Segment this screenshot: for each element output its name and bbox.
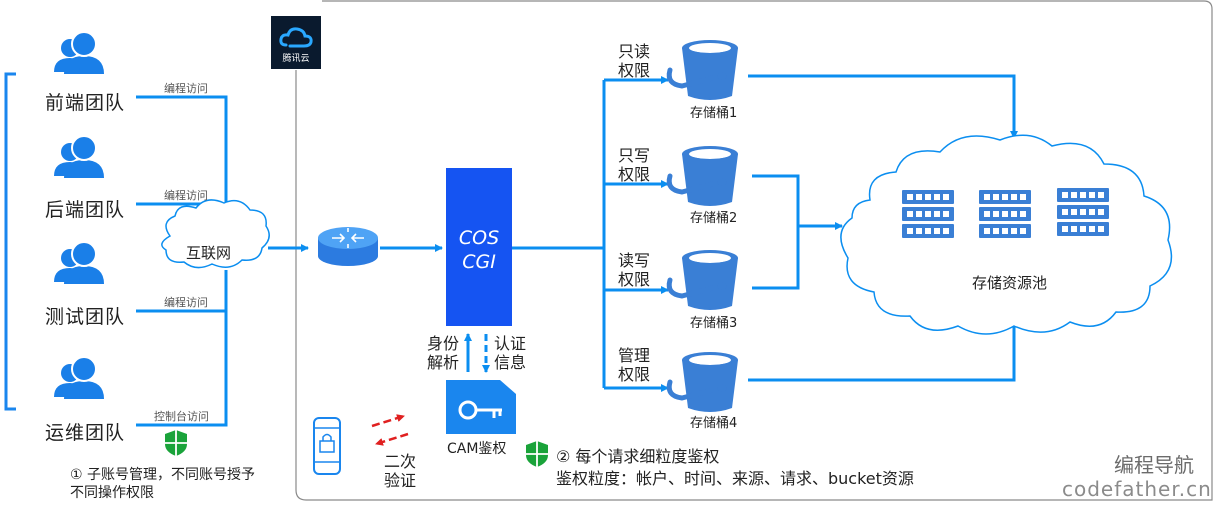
shield-icon-2: [525, 440, 549, 468]
verify-arrow-out: [371, 414, 405, 428]
second-verify-line2: 验证: [384, 471, 417, 490]
access-label-test: 编程访问: [164, 296, 208, 309]
team-label-test: 测试团队: [45, 306, 126, 328]
perm4-line2: 权限: [618, 365, 651, 384]
watermark-site: codefather.cn: [1062, 477, 1212, 501]
bucket-label-2: 存储桶2: [690, 211, 738, 226]
auth-info-line2: 信息: [494, 353, 527, 372]
perm2-line2: 权限: [618, 165, 651, 184]
logo-label: 腾讯云: [282, 54, 310, 64]
identity-parse-line2: 解析: [427, 353, 460, 372]
perm1-line2: 权限: [618, 61, 651, 80]
note-fine-grained-auth: ② 每个请求细粒度鉴权 鉴权粒度：帐户、时间、来源、请求、bucket资源: [556, 446, 914, 490]
bucket-label-4: 存储桶4: [690, 416, 738, 431]
tencent-cloud-logo: 腾讯云: [271, 16, 321, 69]
bucket-icon-3: [669, 250, 738, 310]
perm-label-1: 只读 权限: [618, 42, 650, 80]
note1-line1: ① 子账号管理，不同账号授予: [70, 467, 256, 483]
bucket-icon-4: [669, 352, 738, 412]
person-icon-test: [53, 241, 105, 285]
router-icon: [318, 227, 378, 266]
internet-cloud-icon: [161, 199, 270, 269]
perm4-line1: 管理: [618, 346, 651, 365]
perm2-line1: 只写: [618, 146, 651, 165]
cloud-region-frame: [295, 0, 1213, 501]
perm-label-4: 管理 权限: [618, 346, 650, 384]
perm-label-3: 读写 权限: [618, 251, 650, 289]
server-icon-3: [1057, 188, 1109, 236]
perm3-line2: 权限: [618, 270, 651, 289]
phone-icon: [313, 417, 341, 475]
note-subaccount: ① 子账号管理，不同账号授予 不同操作权限: [70, 466, 255, 502]
cos-cgi-box: COS CGI: [446, 168, 512, 326]
auth-info-line1: 认证: [494, 334, 527, 353]
person-icon-ops: [53, 356, 105, 400]
bucket23-merge-line: [752, 174, 800, 290]
bucket1-pool-arrow: [748, 74, 1018, 139]
shield-icon-1: [164, 429, 188, 457]
note1-line2: 不同操作权限: [70, 485, 154, 501]
cos-label-line1: COS: [458, 227, 500, 249]
bucket-icon-1: [669, 40, 738, 100]
second-verify-line1: 二次: [384, 452, 417, 471]
bucket-icon-2: [669, 146, 738, 206]
person-icon-frontend: [53, 31, 105, 75]
perm-label-2: 只写 权限: [618, 146, 650, 184]
verify-arrow-in: [375, 432, 409, 446]
identity-parse-line1: 身份: [427, 334, 460, 353]
perm1-line1: 只读: [618, 42, 651, 61]
team-bracket: [4, 72, 16, 411]
bucket4-pool-arrow: [748, 317, 1018, 382]
note2-line2: 鉴权粒度：帐户、时间、来源、请求、bucket资源: [556, 469, 914, 488]
note2-line1: ② 每个请求细粒度鉴权: [556, 447, 720, 466]
person-icon-backend: [53, 135, 105, 179]
perm3-line1: 读写: [618, 251, 651, 270]
access-label-ops: 控制台访问: [154, 410, 209, 423]
team-label-ops: 运维团队: [45, 422, 126, 444]
cam-key-icon: [446, 380, 516, 434]
cos-label-line2: CGI: [462, 251, 496, 273]
server-icon-2: [979, 190, 1031, 238]
server-icon-1: [902, 190, 954, 238]
auth-info-label: 认证 信息: [494, 334, 526, 372]
access-label-frontend: 编程访问: [164, 82, 208, 95]
cam-label: CAM鉴权: [447, 441, 507, 457]
second-verify-label: 二次 验证: [384, 452, 416, 490]
bucket-label-3: 存储桶3: [690, 316, 738, 331]
team-connection-lines: [136, 95, 228, 427]
identity-parse-label: 身份 解析: [427, 334, 459, 372]
team-label-frontend: 前端团队: [45, 92, 126, 114]
internet-label: 互联网: [186, 244, 232, 262]
access-label-backend: 编程访问: [164, 189, 208, 202]
bucket-label-1: 存储桶1: [690, 106, 738, 121]
storage-pool-label: 存储资源池: [972, 274, 1048, 292]
cos-branch-lines: [512, 80, 606, 388]
cloud-logo-icon: [279, 27, 313, 48]
watermark-title: 编程导航: [1114, 453, 1194, 477]
team-label-backend: 后端团队: [45, 199, 126, 221]
